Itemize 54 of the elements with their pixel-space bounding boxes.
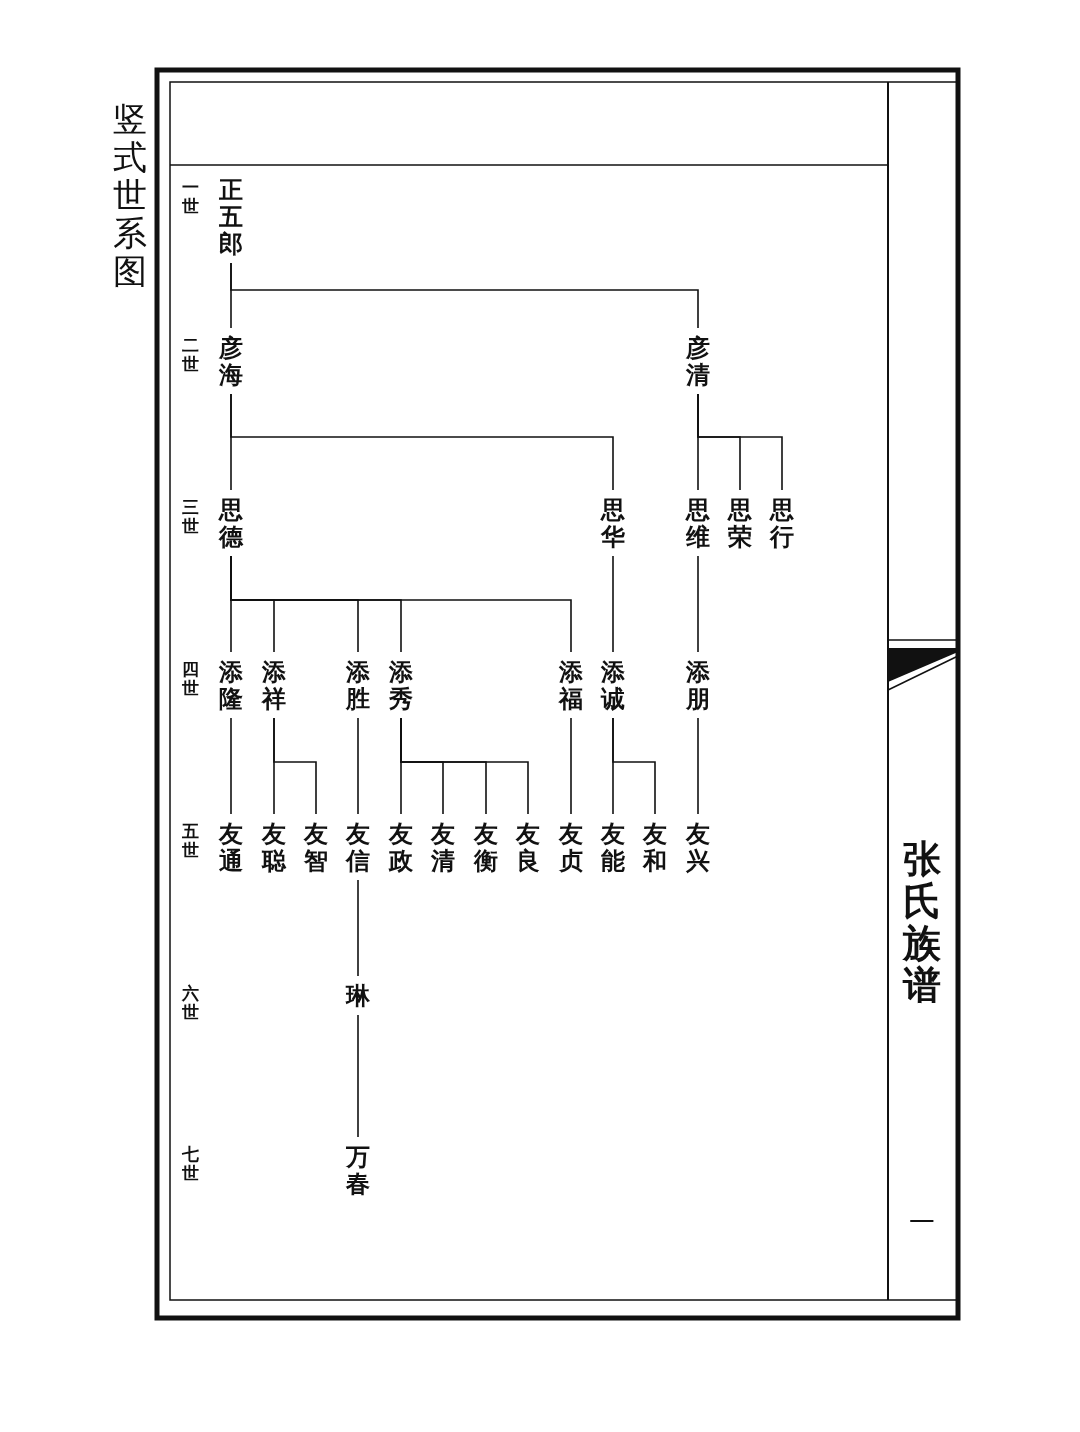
person-name: 友信	[346, 820, 370, 874]
tree-line	[612, 717, 656, 815]
person-name: 友通	[219, 820, 243, 874]
person-name: 友聪	[262, 820, 286, 874]
generation-label: 二世	[181, 336, 199, 374]
tree-line	[357, 717, 359, 815]
person-name: 添隆	[219, 658, 243, 712]
person-name: 添福	[559, 658, 583, 712]
tree-line	[230, 717, 232, 815]
person-name: 添朋	[686, 658, 710, 712]
generation-label: 六世	[181, 984, 199, 1022]
tree-line	[697, 393, 783, 491]
person-name: 思华	[601, 496, 625, 550]
tree-line	[230, 262, 699, 329]
person-name: 友和	[643, 820, 667, 874]
person-name: 添祥	[262, 658, 286, 712]
tree-line	[612, 555, 614, 653]
person-name: 彦海	[219, 334, 243, 388]
person-name: 琳	[346, 982, 370, 1009]
person-name: 思维	[686, 496, 710, 550]
person-name: 彦清	[686, 334, 710, 388]
person-name: 思德	[219, 496, 243, 550]
generation-label: 五世	[181, 822, 199, 860]
person-name: 添胜	[346, 658, 370, 712]
tree-line	[697, 555, 699, 653]
tree-line	[697, 717, 699, 815]
person-name: 友政	[389, 820, 413, 874]
vertical-title: 张氏族谱	[903, 838, 941, 1006]
tree-line	[570, 717, 572, 815]
person-name: 正五郎	[219, 176, 243, 257]
tree-line	[357, 879, 359, 977]
person-name: 友兴	[686, 820, 710, 874]
person-name: 添诚	[601, 658, 625, 712]
person-name: 友能	[601, 820, 625, 874]
generation-label: 一世	[181, 178, 199, 216]
tree-line	[230, 393, 614, 491]
person-name: 思荣	[728, 496, 752, 550]
generation-label: 四世	[181, 660, 199, 698]
person-name: 万春	[346, 1143, 370, 1197]
person-name: 添秀	[389, 658, 413, 712]
tree-line	[273, 717, 317, 815]
person-name: 友衡	[474, 820, 498, 874]
person-name: 友清	[431, 820, 455, 874]
tree-line	[230, 555, 572, 653]
title: 竖式世系图	[113, 100, 147, 290]
page-number: 一	[909, 1206, 935, 1239]
tree-line	[400, 717, 529, 815]
generation-label: 七世	[181, 1145, 199, 1183]
generation-label: 三世	[181, 498, 199, 536]
person-name: 友智	[304, 820, 328, 874]
person-name: 思行	[770, 496, 794, 550]
tree-line	[357, 1014, 359, 1138]
person-name: 友贞	[559, 820, 583, 874]
person-name: 友良	[516, 820, 540, 874]
